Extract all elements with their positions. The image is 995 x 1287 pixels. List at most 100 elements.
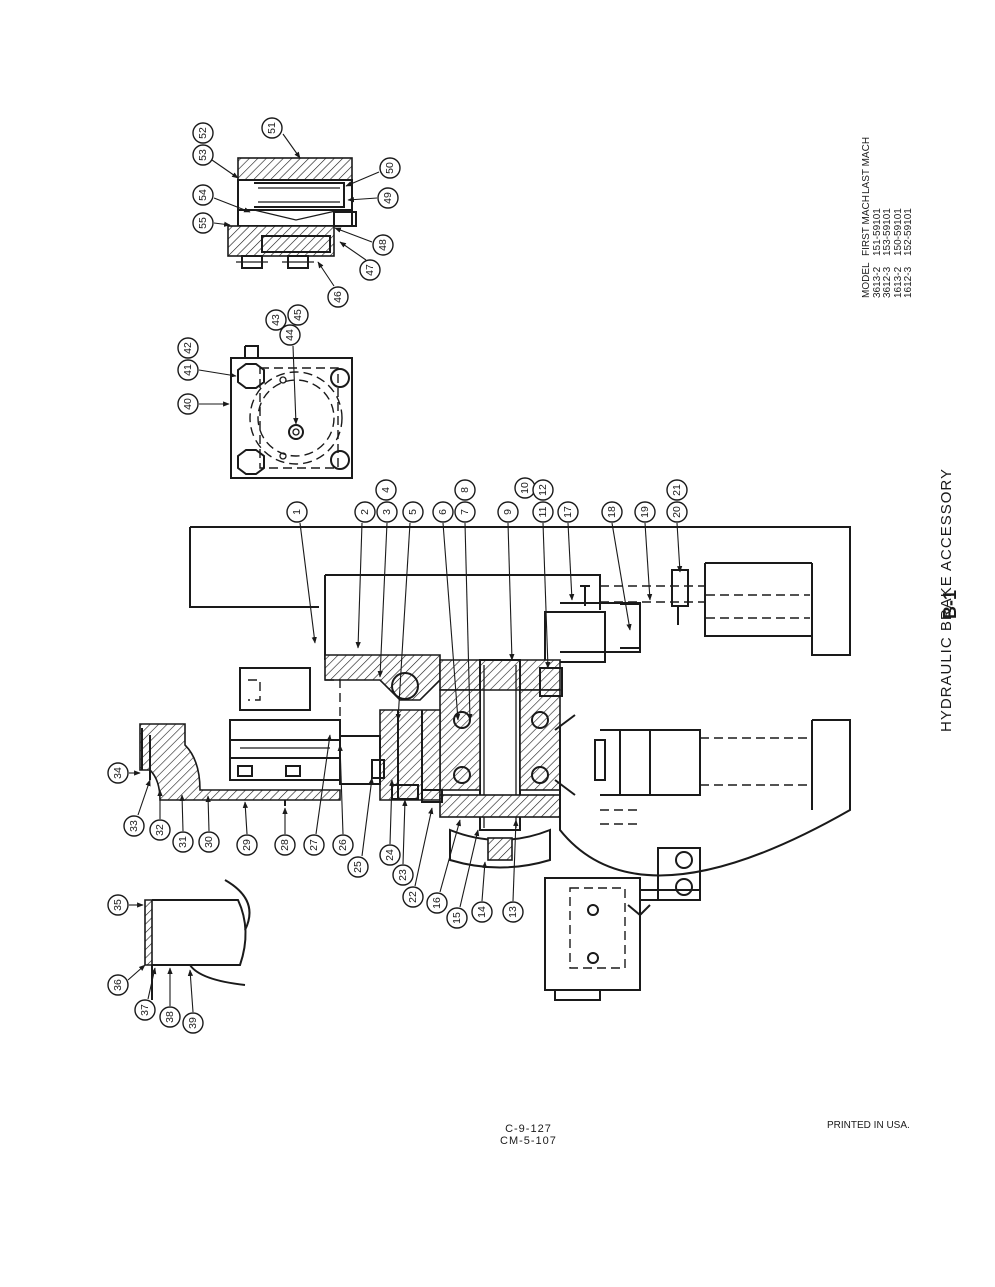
table-row: 3612-3153-59101 [882,137,894,298]
svg-text:39: 39 [187,1017,199,1029]
svg-text:38: 38 [164,1011,176,1023]
svg-text:47: 47 [364,264,376,276]
callout-7: 7 [454,501,476,721]
callout-9: 9 [497,501,519,661]
callout-23: 23 [392,799,414,886]
callout-16: 16 [426,819,461,914]
callout-14: 14 [471,861,493,923]
support-column [559,719,851,877]
svg-text:31: 31 [177,836,189,848]
callout-21: 21 [666,479,688,501]
svg-text:20: 20 [671,506,683,518]
callout-5: 5 [395,501,424,721]
svg-text:49: 49 [382,192,394,204]
callout-18: 18 [601,501,632,631]
callout-38: 38 [159,967,181,1028]
svg-text:24: 24 [384,849,396,861]
machine-frame [189,526,851,663]
svg-text:46: 46 [332,291,344,303]
svg-text:26: 26 [337,839,349,851]
callout-26: 26 [332,744,354,856]
first-mach-cell: 153-59101 [882,208,893,256]
callout-54: 54 [192,184,251,213]
callout-balloons: 1 2 3 4 5 6 7 8 9 10 11 12 17 18 19 20 2… [107,117,688,1034]
svg-text:12: 12 [537,484,549,496]
callout-28: 28 [274,807,296,856]
callout-45: 45 [287,304,309,326]
svg-text:51: 51 [266,122,278,134]
callout-35: 35 [107,894,144,916]
svg-text:10: 10 [519,482,531,494]
svg-text:45: 45 [292,309,304,321]
svg-text:34: 34 [112,767,124,779]
svg-text:5: 5 [407,509,419,515]
callout-8: 8 [454,479,476,501]
callout-13: 13 [502,819,524,923]
svg-text:23: 23 [397,869,409,881]
callout-51: 51 [261,117,301,159]
callout-43: 43 [265,309,287,331]
callout-31: 31 [172,794,194,853]
table-row: 1612-3 152-59101 [903,137,915,298]
callout-4: 4 [375,479,397,501]
model-table-header: MODELFIRST MACHLAST MACH [861,137,873,298]
callout-10: 10 [514,477,536,499]
svg-text:25: 25 [352,861,364,873]
callout-53: 53 [192,144,239,179]
callout-34: 34 [107,762,141,784]
svg-text:14: 14 [476,906,488,918]
callout-24: 24 [379,779,401,866]
callout-50: 50 [345,157,401,187]
callout-30: 30 [198,795,220,853]
first-mach-cell: 152-59101 [903,208,914,256]
callout-52: 52 [192,122,214,144]
brake-arm [139,667,443,806]
svg-text:43: 43 [270,314,282,326]
callout-42: 42 [177,337,199,359]
model-cell: 1612-3 [903,266,914,298]
svg-text:40: 40 [182,398,194,410]
ref-code-2: CM-5-107 [500,1135,557,1147]
svg-text:18: 18 [606,506,618,518]
svg-text:53: 53 [197,149,209,161]
callout-3: 3 [376,501,398,678]
svg-text:42: 42 [182,342,194,354]
bracket-detail [144,879,251,1000]
callout-27: 27 [303,734,332,856]
callout-12: 12 [532,479,554,501]
callout-17: 17 [557,501,579,601]
callout-29: 29 [236,801,258,856]
svg-text:22: 22 [407,891,419,903]
printed-in-usa: PRINTED IN USA. [827,1120,910,1131]
header-model: MODEL [861,262,872,298]
svg-text:52: 52 [197,127,209,139]
svg-text:55: 55 [197,217,209,229]
svg-text:9: 9 [502,509,514,515]
svg-text:6: 6 [437,509,449,515]
svg-text:2: 2 [359,509,371,515]
callout-2: 2 [354,501,376,649]
svg-text:44: 44 [284,329,296,341]
svg-text:28: 28 [279,839,291,851]
svg-text:1: 1 [291,509,303,515]
callout-39: 39 [182,969,204,1034]
callout-48: 48 [334,227,394,256]
callout-33: 33 [123,779,151,837]
callout-41: 41 [177,359,237,381]
callout-11: 11 [532,501,554,669]
brake-disc-assembly [227,157,357,269]
svg-text:32: 32 [154,824,166,836]
callout-49: 49 [347,187,399,209]
svg-text:11: 11 [537,506,549,517]
svg-text:37: 37 [139,1004,151,1016]
svg-text:36: 36 [112,979,124,991]
svg-text:30: 30 [203,836,215,848]
callout-25: 25 [347,777,374,878]
callout-44: 44 [279,324,301,425]
callout-20: 20 [666,501,688,573]
svg-text:35: 35 [112,899,124,911]
callout-47: 47 [339,241,381,281]
model-table: MODELFIRST MACHLAST MACH 3613-2151-59101… [861,137,915,298]
svg-text:13: 13 [507,906,519,918]
svg-text:54: 54 [197,189,209,201]
